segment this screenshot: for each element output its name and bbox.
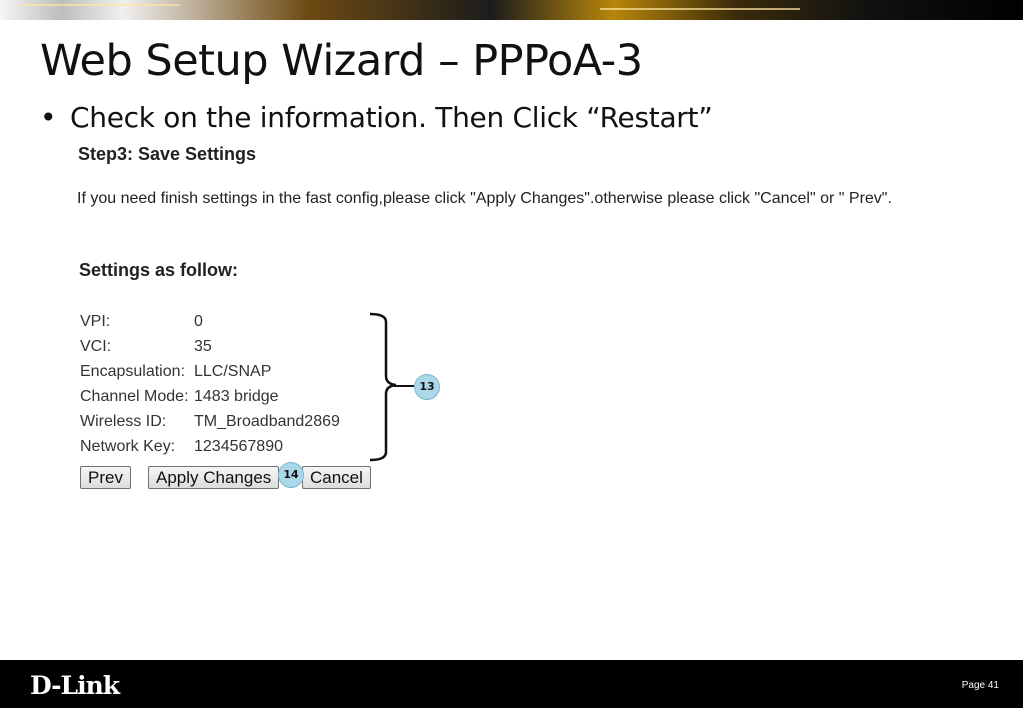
settings-value: 1234567890 — [194, 438, 283, 455]
footer-bar: D-Link Page 41 — [0, 660, 1023, 708]
settings-label: Network Key: — [80, 438, 176, 455]
settings-row-channel-mode: Channel Mode: 1483 bridge — [80, 387, 340, 412]
info-text: If you need finish settings in the fast … — [77, 190, 892, 207]
settings-label: Encapsulation: — [80, 363, 185, 380]
settings-row-vci: VCI: 35 — [80, 337, 340, 362]
bullet-icon: • — [40, 101, 57, 134]
step-title: Step3: Save Settings — [78, 144, 257, 164]
slide-bullet: • Check on the information. Then Click “R… — [40, 101, 713, 134]
settings-label: Channel Mode: — [80, 388, 189, 405]
settings-value: LLC/SNAP — [194, 363, 272, 380]
settings-value: 0 — [194, 313, 203, 330]
dlink-logo: D-Link — [30, 671, 120, 700]
settings-value: 1483 bridge — [194, 388, 279, 405]
page-number: Page 41 — [961, 680, 999, 691]
cancel-button[interactable]: Cancel — [302, 466, 371, 489]
settings-row-wireless-id: Wireless ID: TM_Broadband2869 — [80, 412, 340, 437]
top-banner — [0, 0, 1023, 20]
banner-streak — [600, 8, 800, 10]
settings-row-encapsulation: Encapsulation: LLC/SNAP — [80, 362, 340, 387]
prev-button[interactable]: Prev — [80, 466, 131, 489]
callout-14-badge: 14 — [278, 462, 304, 488]
slide-title: Web Setup Wizard – PPPoA-3 — [40, 36, 643, 86]
callout-connector — [394, 385, 414, 387]
bullet-text: Check on the information. Then Click “Re… — [70, 101, 713, 134]
callout-13-badge: 13 — [414, 374, 440, 400]
settings-heading: Settings as follow: — [79, 260, 239, 280]
settings-label: Wireless ID: — [80, 413, 167, 430]
settings-value: TM_Broadband2869 — [194, 413, 340, 430]
settings-list: VPI: 0 VCI: 35 Encapsulation: LLC/SNAP Chan… — [80, 312, 340, 462]
apply-changes-button[interactable]: Apply Changes — [148, 466, 280, 489]
settings-label: VPI: — [80, 313, 111, 330]
banner-streak — [20, 4, 180, 6]
settings-row-vpi: VPI: 0 — [80, 312, 340, 337]
settings-label: VCI: — [80, 338, 112, 355]
settings-value: 35 — [194, 338, 212, 355]
settings-row-network-key: Network Key: 1234567890 — [80, 437, 340, 462]
